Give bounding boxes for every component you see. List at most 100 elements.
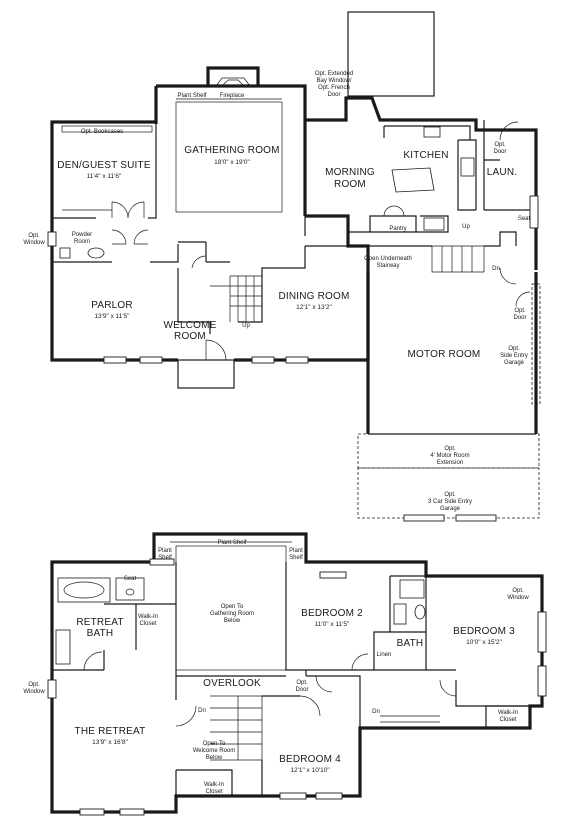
label-welcome-room-2: ROOM <box>174 331 206 342</box>
main-stair <box>210 275 262 322</box>
gathering-room-walls <box>154 84 307 216</box>
bath-walls <box>374 575 427 671</box>
fireplace-hearth <box>215 77 251 87</box>
bath-tub <box>399 579 425 599</box>
label-opt-side-entry: Opt. <box>508 346 520 352</box>
welcome-room-walls <box>177 241 306 334</box>
pantry-doors <box>383 205 405 217</box>
basement-stair <box>431 245 485 273</box>
label-seat-2f: Seat <box>124 576 137 582</box>
second-floor-windows <box>47 558 547 816</box>
powder-room-doors <box>111 229 149 245</box>
kitchen-counter-top <box>383 125 471 140</box>
label-bedroom4-dims: 12'1" x 10'10" <box>290 767 330 774</box>
label-opt-door-kitchen-2: Door <box>493 149 506 155</box>
label-opt-window-right: Opt. <box>512 588 524 594</box>
label-dn-stair: Dn <box>492 266 500 272</box>
bedroom4-walls <box>261 695 300 796</box>
label-opt-3-car-3: Garage <box>440 506 461 512</box>
label-retreat-bath: RETREAT <box>76 617 123 628</box>
den-window <box>47 231 57 247</box>
label-powder-room: Powder <box>72 232 92 238</box>
label-plant-shelf-right-2: Shelf <box>289 555 303 561</box>
label-the-retreat: THE RETREAT <box>75 726 146 737</box>
label-open-underneath: Open Underneath <box>364 256 412 262</box>
label-powder-room-2: Room <box>74 239 90 245</box>
coat-closet-door <box>191 255 207 269</box>
label-plant-shelf: Plant Shelf <box>177 93 206 99</box>
label-plant-shelf-top: Plant Shelf <box>217 540 246 546</box>
label-opt-door: Opt. <box>296 680 308 686</box>
label-opt-4-motor-2: 4' Motor Room <box>430 453 469 459</box>
garage-door-swing <box>499 267 531 307</box>
bath-vanity <box>393 603 407 625</box>
bedroom3-closet-door <box>439 679 457 697</box>
label-fireplace: Fireplace <box>220 93 245 99</box>
label-open-to-welcome: Open To <box>203 741 226 747</box>
label-plant-shelf-left: Plant <box>158 548 172 554</box>
gathering-room-rug <box>175 101 283 213</box>
bath-toilet <box>414 604 426 620</box>
den-double-door <box>111 201 145 219</box>
label-walkin-bath-2: Closet <box>139 621 156 627</box>
opt-3car-garage-area <box>357 467 540 519</box>
label-opt-3-car: Opt. <box>444 492 456 498</box>
label-opt-window-left: Opt. <box>28 682 40 688</box>
label-opt-bookcases: Opt. Bookcases <box>81 129 123 135</box>
label-welcome-room: WELCOME <box>163 320 216 331</box>
second-floor-labels: Plant Shelf Plant Shelf Plant Shelf Seat… <box>23 540 529 795</box>
retreat-bath-walls <box>52 562 177 676</box>
retreat-vanity <box>55 629 71 665</box>
label-open-to-welcome-3: Below <box>206 755 223 761</box>
kitchen-range <box>460 157 475 177</box>
label-dining-room: DINING ROOM <box>278 291 349 302</box>
opt-bay-window-box <box>347 11 435 97</box>
label-opt-4-motor: Opt. <box>444 446 456 452</box>
label-opt-door-2: Door <box>295 687 308 693</box>
bedroom2-closet-door <box>351 653 369 671</box>
retreat-tub-inner <box>63 581 105 599</box>
front-porch <box>177 359 235 389</box>
front-door <box>205 339 227 361</box>
label-retreat-bath-2: BATH <box>87 628 114 639</box>
label-opt-4-motor-3: Extension <box>437 460 463 466</box>
den-outer-walls <box>50 120 178 362</box>
label-laundry: LAUN. <box>487 167 517 178</box>
label-opt-bay-3: Opt. French <box>318 85 350 91</box>
powder-sink <box>59 247 71 259</box>
bedroom2-walls <box>285 562 391 676</box>
label-morning-room-2: ROOM <box>334 179 366 190</box>
label-walkin-retreat: Walk-In <box>204 782 224 788</box>
label-den-dims: 11'4" x 11'6" <box>87 173 122 180</box>
label-dn-left: Dn <box>198 708 206 714</box>
label-bedroom3: BEDROOM 3 <box>453 626 515 637</box>
label-up-kitchen: Up <box>462 224 470 230</box>
label-opt-bay-4: Door <box>327 92 340 98</box>
retreat-toilet <box>125 588 135 596</box>
bedroom3-walls <box>426 669 530 707</box>
label-walkin-bath: Walk-In <box>138 614 158 620</box>
label-bedroom2: BEDROOM 2 <box>301 608 363 619</box>
label-gathering-dims: 18'0" x 19'0" <box>214 159 250 166</box>
label-open-underneath-2: Stairway <box>376 263 399 269</box>
kitchen-sink <box>423 126 441 138</box>
label-den: DEN/GUEST SUITE <box>57 160 151 171</box>
label-opt-window: Opt. <box>28 233 40 239</box>
label-walkin-b3-2: Closet <box>499 717 516 723</box>
kitchen-outer-walls <box>305 96 538 270</box>
label-plant-shelf-left-2: Shelf <box>158 555 172 561</box>
label-opt-3-car-2: 3 Car Side Entry <box>428 499 472 505</box>
retreat-door <box>175 705 197 727</box>
dining-room-divider <box>304 216 348 247</box>
second-floor-plan <box>47 532 547 816</box>
label-the-retreat-dims: 13'9" x 16'8" <box>92 739 128 746</box>
label-parlor-dims: 13'9" x 11'5" <box>94 313 130 320</box>
label-opt-side-entry-3: Garage <box>504 360 525 366</box>
label-bedroom3-dims: 10'0" x 15'2" <box>466 639 502 646</box>
label-opt-side-entry-2: Side Entry <box>500 353 528 359</box>
fireplace-structure <box>206 66 260 86</box>
kitchen-island <box>391 167 435 193</box>
laundry-walls <box>483 120 536 211</box>
retreat-closet-walls <box>175 769 233 796</box>
